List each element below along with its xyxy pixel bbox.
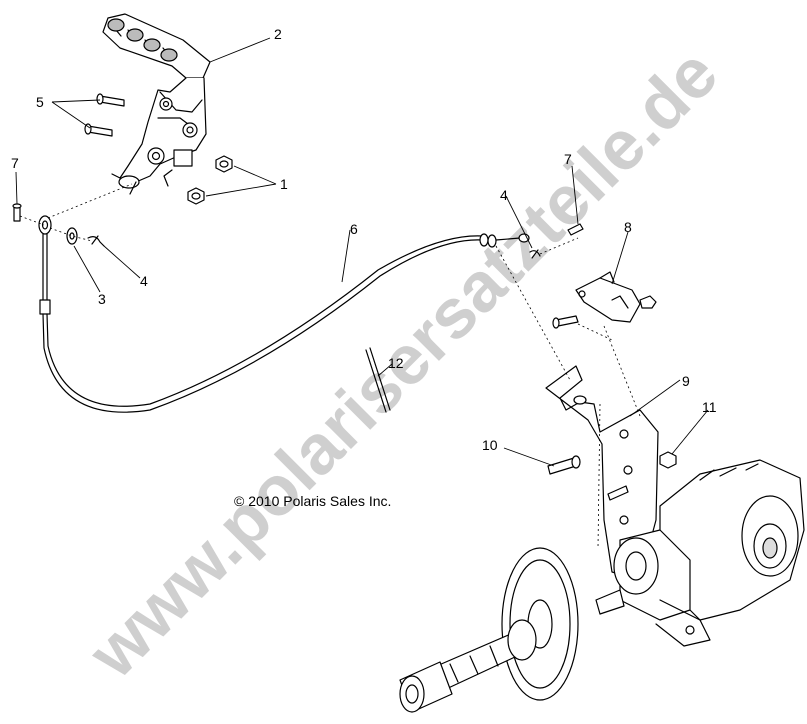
nut-part-1 xyxy=(187,155,233,205)
bolt-part-10 xyxy=(547,455,629,501)
leader-lines xyxy=(15,37,709,467)
clip-right xyxy=(529,249,541,259)
bolt-part-5 xyxy=(84,93,125,137)
callout-10: 10 xyxy=(482,437,498,453)
mounting-bracket-part-9 xyxy=(545,365,659,581)
clip-left xyxy=(87,235,105,247)
callout-2: 2 xyxy=(274,26,282,42)
copyright-notice: © 2010 Polaris Sales Inc. xyxy=(234,493,392,509)
washer-part-3 xyxy=(66,227,78,245)
brake-disc xyxy=(501,547,625,701)
callout-12: 12 xyxy=(388,355,404,371)
callout-7-left: 7 xyxy=(11,155,19,171)
callout-8: 8 xyxy=(624,219,632,235)
clevis-pin-right xyxy=(567,223,584,236)
alignment-lines xyxy=(19,183,641,549)
nut-part-11 xyxy=(659,451,677,469)
callout-4-left: 4 xyxy=(140,273,148,289)
callout-6: 6 xyxy=(350,221,358,237)
callout-9: 9 xyxy=(682,373,690,389)
clevis-pin-left xyxy=(12,203,22,222)
callout-4-right: 4 xyxy=(500,187,508,203)
callout-3: 3 xyxy=(98,291,106,307)
pin-part-12 xyxy=(365,347,391,413)
switch-bracket-part-8 xyxy=(552,271,657,329)
brake-lever-assembly xyxy=(102,13,211,195)
brake-cable xyxy=(38,215,530,413)
drive-shaft xyxy=(399,619,537,713)
callout-1: 1 xyxy=(280,176,288,192)
callout-5: 5 xyxy=(36,94,44,110)
gearcase xyxy=(613,459,805,647)
callout-7-right: 7 xyxy=(564,151,572,167)
callout-11: 11 xyxy=(702,399,717,415)
